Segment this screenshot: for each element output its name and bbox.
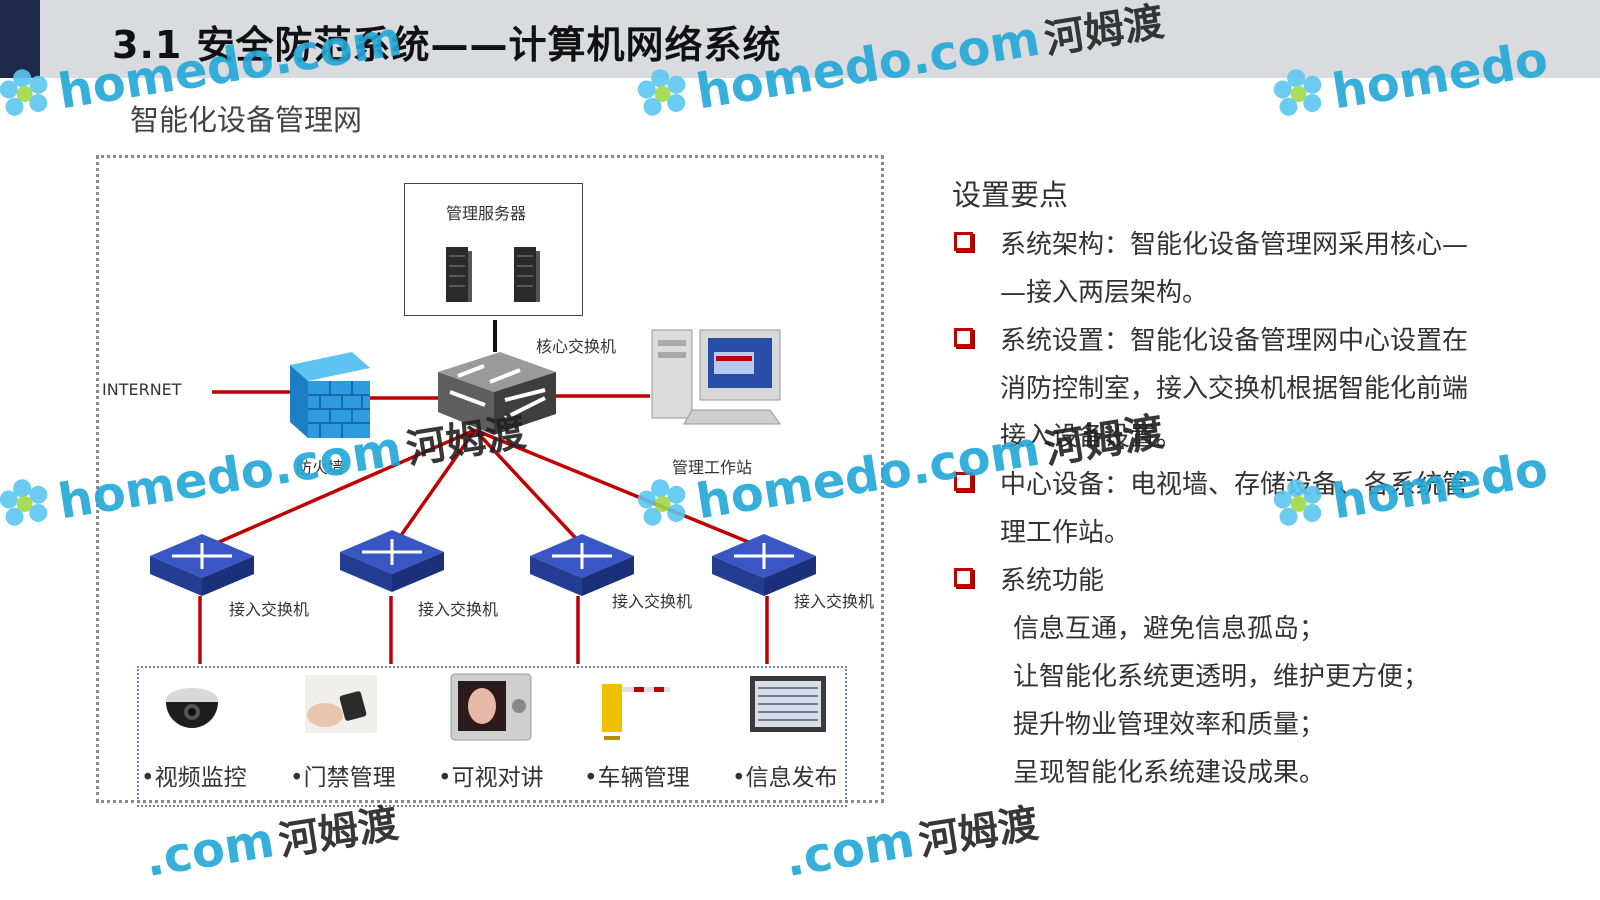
core-switch-icon (438, 352, 556, 435)
device-label: •门禁管理 (290, 765, 396, 791)
firewall-label: 防火墙 (296, 458, 345, 477)
note-line: 系统设置：智能化设备管理网中心设置在 (1000, 326, 1469, 356)
server-icon (446, 247, 472, 302)
workstation-label: 管理工作站 (672, 458, 753, 477)
note-line: 消防控制室，接入交换机根据智能化前端 (1000, 374, 1469, 404)
device-label: •可视对讲 (438, 765, 544, 791)
barrier-gate-icon (602, 684, 670, 740)
header-bar (0, 0, 1600, 78)
diagram-frame (96, 155, 884, 803)
server-box (404, 183, 583, 316)
function-item: 让智能化系统更透明，维护更方便； (1013, 662, 1430, 692)
access-switch-label: 接入交换机 (794, 592, 875, 611)
access-switch-label: 接入交换机 (418, 600, 499, 619)
camera-icon (166, 688, 218, 728)
access-card-icon (305, 675, 377, 733)
note-line: 系统架构：智能化设备管理网采用核心— (1000, 230, 1469, 260)
access-switch-label: 接入交换机 (229, 600, 310, 619)
bullet-icon (954, 328, 973, 347)
access-switch-icon (530, 534, 634, 596)
access-switch-icon (150, 534, 254, 596)
device-label: •车辆管理 (584, 765, 690, 791)
note-line: 中心设备：电视墙、存储设备、各系统管 (1000, 470, 1469, 500)
bullet-icon (954, 472, 973, 491)
bullet-icon (954, 568, 973, 587)
video-intercom-icon (450, 673, 532, 741)
internet-label: INTERNET (102, 380, 182, 399)
workstation-icon (651, 329, 781, 425)
page-title: 3.1 安全防范系统——计算机网络系统 (112, 23, 782, 67)
function-item: 提升物业管理效率和质量； (1013, 710, 1326, 740)
note-line: 接入设备设置。 (1000, 422, 1183, 452)
core-switch-label: 核心交换机 (536, 337, 617, 356)
function-item: 呈现智能化系统建设成果。 (1013, 758, 1326, 788)
bullet-icon (954, 232, 973, 251)
info-display-icon (750, 676, 826, 732)
link-core-access1 (209, 428, 476, 548)
diagram-subtitle: 智能化设备管理网 (130, 103, 363, 137)
note-line: 理工作站。 (1000, 518, 1131, 548)
link-core-access3 (473, 428, 585, 548)
header-accent (0, 0, 40, 78)
link-core-access4 (474, 428, 764, 550)
server-icon (514, 247, 540, 302)
firewall-icon (290, 352, 370, 438)
devices-frame (137, 666, 847, 807)
server-box-label: 管理服务器 (446, 204, 527, 223)
notes-title: 设置要点 (952, 178, 1069, 212)
device-label: •信息发布 (732, 765, 838, 791)
note-line: 系统功能 (1000, 566, 1105, 596)
access-switch-icon (712, 534, 816, 596)
note-line: —接入两层架构。 (1000, 278, 1209, 308)
device-label: •视频监控 (141, 765, 247, 791)
link-core-access2 (393, 428, 477, 546)
function-item: 信息互通，避免信息孤岛； (1013, 614, 1326, 644)
access-switch-icon (340, 530, 444, 592)
access-switch-label: 接入交换机 (612, 592, 693, 611)
